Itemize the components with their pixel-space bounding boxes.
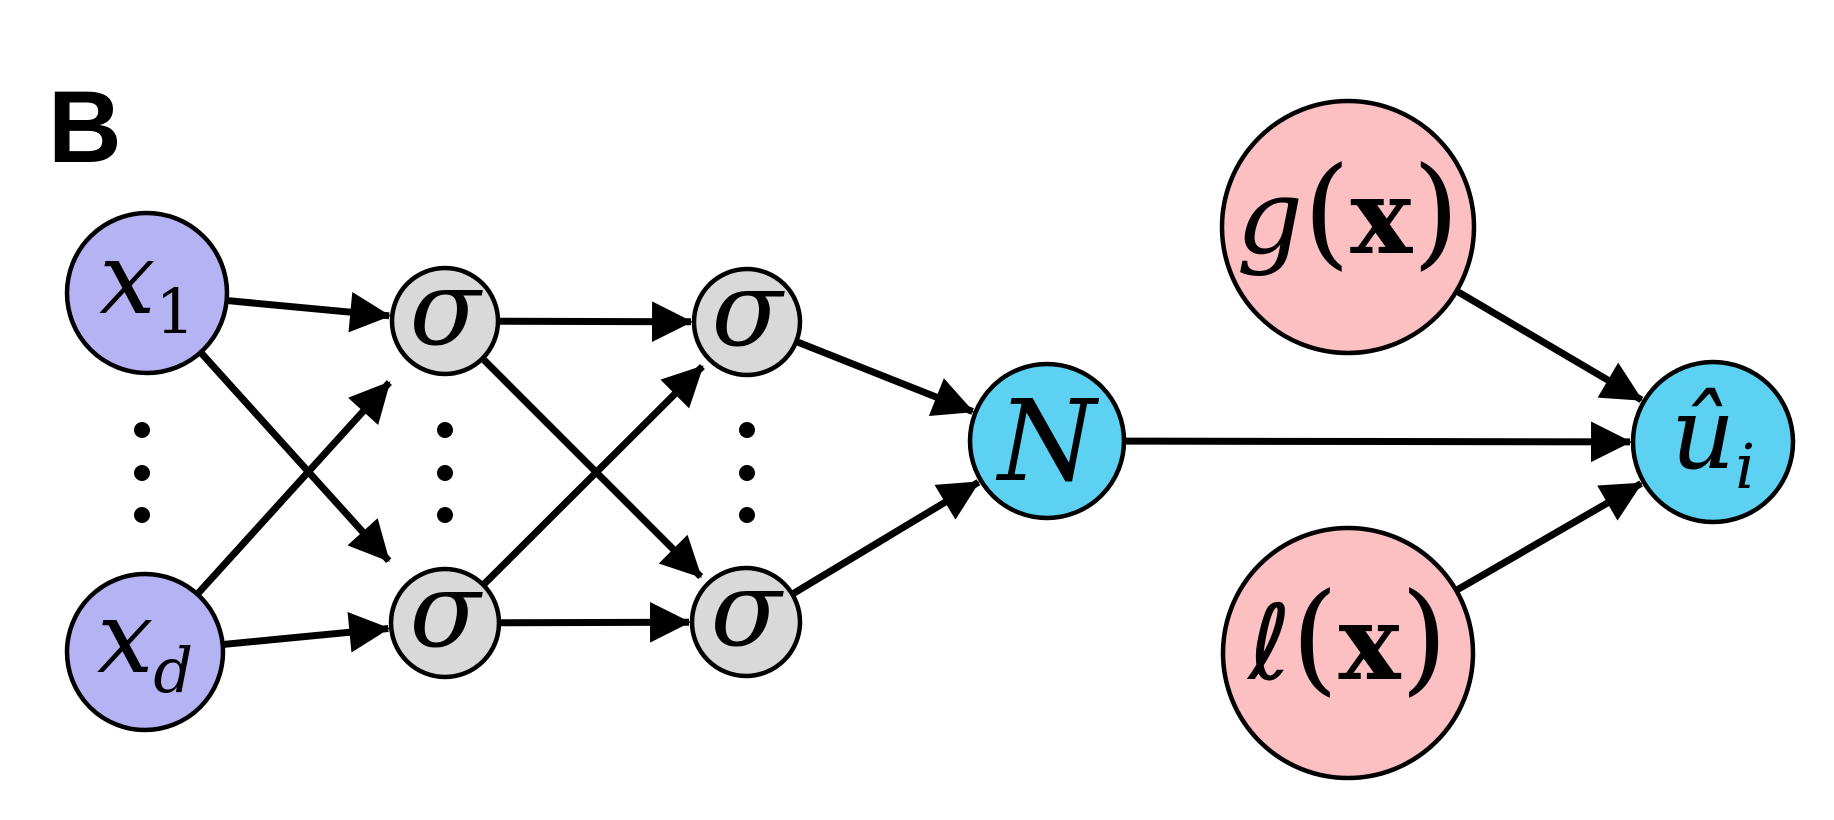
node-s21-label: σ <box>712 248 786 370</box>
ellipsis-dot <box>134 422 150 438</box>
ellipsis-dot <box>437 507 453 523</box>
edge-s11-s21 <box>499 301 693 342</box>
node-s11-circle <box>389 265 501 377</box>
node-s11: σ <box>389 247 501 377</box>
ellipsis-layer <box>134 422 755 523</box>
node-s12-circle <box>388 566 502 680</box>
node-N-label: N <box>995 377 1100 507</box>
edge-g-u <box>1456 288 1644 403</box>
node-g-label: g(x) <box>1236 141 1459 282</box>
vertical-ellipsis <box>437 422 453 523</box>
node-s21: σ <box>691 248 803 378</box>
node-u-label: ûi <box>1671 375 1755 503</box>
node-N-circle <box>967 361 1127 521</box>
vertical-ellipsis <box>739 422 755 523</box>
edge-xd-s12 <box>224 612 390 653</box>
node-u-circle <box>1630 359 1796 525</box>
node-xd: xd <box>64 571 226 733</box>
edges-layer <box>196 288 1644 653</box>
node-x1-label: x1 <box>99 220 195 348</box>
ellipsis-dot <box>134 465 150 481</box>
node-g: g(x) <box>1219 98 1477 356</box>
edge-x1-s12 <box>199 351 392 564</box>
node-xd-label: xd <box>97 579 193 707</box>
node-xd-circle <box>64 571 226 733</box>
node-u: ûi <box>1630 359 1796 525</box>
node-s11-label: σ <box>410 247 484 369</box>
node-s22-circle <box>689 565 803 679</box>
node-s22-label: σ <box>711 548 785 670</box>
edge-s12-s22 <box>500 602 691 643</box>
edge-N-u <box>1125 421 1632 463</box>
edge-s21-N <box>796 339 975 417</box>
ellipsis-dot <box>739 465 755 481</box>
node-l: ℓ(x) <box>1220 525 1476 781</box>
node-x1: x1 <box>64 210 230 376</box>
ellipsis-dot <box>739 507 755 523</box>
node-N: N <box>967 361 1127 521</box>
node-s22: σ <box>689 548 803 679</box>
edge-s22-N <box>792 479 981 597</box>
node-l-label: ℓ(x) <box>1246 567 1447 708</box>
ellipsis-dot <box>739 422 755 438</box>
node-s12: σ <box>388 549 502 680</box>
ellipsis-dot <box>134 507 150 523</box>
node-l-circle <box>1220 525 1476 781</box>
panel-label: B <box>48 70 122 184</box>
ellipsis-dot <box>437 465 453 481</box>
edge-s11-s22 <box>481 357 704 580</box>
edge-l-u <box>1456 480 1643 593</box>
vertical-ellipsis <box>134 422 150 523</box>
edge-xd-s11 <box>196 380 392 596</box>
ellipsis-dot <box>437 422 453 438</box>
node-s12-label: σ <box>410 549 484 671</box>
node-s21-circle <box>691 266 803 378</box>
node-x1-circle <box>64 210 230 376</box>
edge-s12-s21 <box>482 364 705 586</box>
edge-x1-s11 <box>228 291 391 333</box>
node-g-circle <box>1219 98 1477 356</box>
